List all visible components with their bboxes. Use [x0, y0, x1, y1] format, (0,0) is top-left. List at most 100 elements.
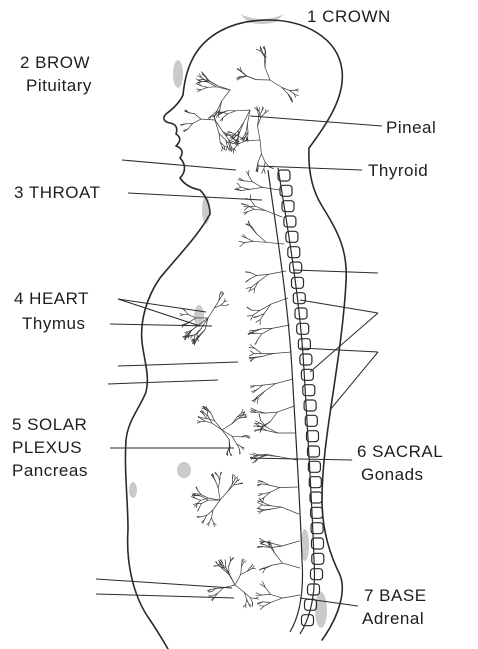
nerve-branch — [256, 593, 262, 595]
nerve-branch — [262, 328, 272, 333]
nerve-branch — [250, 565, 252, 568]
spine-leader-b — [300, 300, 378, 313]
nerve-branch — [246, 436, 249, 437]
nerve-branch — [197, 422, 200, 423]
nerve-branch — [258, 480, 262, 481]
label-heart: 4 HEART — [14, 288, 89, 310]
nerve-branch — [270, 80, 282, 88]
nerve-branch — [262, 594, 271, 595]
nerve-branch — [185, 311, 188, 315]
nerve-branch — [290, 91, 295, 95]
nerve-branch — [251, 315, 253, 320]
nerve-branch — [265, 587, 270, 594]
nerve-branch — [250, 276, 257, 279]
nerve-branch — [264, 51, 265, 57]
chest-leader-a — [118, 362, 238, 366]
solar-glow — [177, 462, 191, 478]
nerve-branch — [218, 480, 220, 488]
nerve-branch — [265, 412, 277, 413]
nerve-branch — [266, 242, 284, 244]
nerve-branch — [215, 120, 223, 132]
label-thymus: Thymus — [22, 313, 85, 335]
nerve-branch — [258, 505, 262, 508]
nerve-branch — [228, 111, 236, 114]
nerve-branch — [247, 315, 253, 316]
nerve-branch — [209, 518, 211, 523]
chakra-glows — [129, 14, 327, 628]
nerve-branch — [255, 282, 259, 289]
nerve-branch — [241, 571, 248, 574]
nerve-branch — [195, 498, 201, 500]
nerve-branch — [211, 518, 213, 523]
nerve-branch — [200, 421, 205, 422]
nerve-branch — [248, 209, 254, 211]
nerve-branch — [282, 541, 299, 546]
nerve-branch — [196, 82, 200, 84]
nerve-branch — [246, 599, 247, 604]
nerve-branch — [271, 563, 282, 565]
nerve-branch — [226, 304, 229, 306]
nerve-branch — [254, 316, 259, 317]
nerve-branch — [271, 507, 282, 509]
label-gonads: Gonads — [361, 464, 424, 486]
nerve-branch — [270, 167, 274, 169]
nerve-branch — [242, 414, 246, 415]
nerve-branch — [216, 114, 218, 117]
nerve-branch — [276, 379, 293, 384]
nerve-branch — [235, 585, 244, 593]
nerve-branch — [201, 86, 207, 88]
vertebra — [290, 262, 302, 273]
chest-leader-b — [108, 380, 218, 384]
nerve-branch — [218, 588, 224, 594]
sacral-leader — [250, 458, 352, 460]
nerve-branch — [265, 67, 270, 80]
nerve-branch — [239, 242, 244, 243]
spine-leader-a — [294, 270, 378, 273]
label-pineal: Pineal — [386, 117, 436, 139]
pelvis-glow — [129, 482, 137, 498]
nerve-branch — [232, 436, 241, 437]
nerve-branch — [282, 563, 299, 568]
nerve-branch — [253, 310, 260, 315]
spinal-cord-right — [278, 168, 314, 634]
nerve-branch — [282, 595, 300, 598]
nerve-branch — [197, 89, 202, 90]
nerve-branch — [282, 507, 299, 514]
heart-leader-b — [118, 299, 200, 326]
nerve-branch — [250, 351, 254, 354]
nerve-branch — [258, 168, 259, 172]
nerve-branch — [241, 567, 242, 575]
nerve-branch — [226, 147, 228, 151]
nerve-branch — [225, 560, 226, 563]
nerve-branch — [271, 594, 283, 598]
nerve-branch — [257, 455, 267, 456]
nerve-branch — [247, 599, 249, 604]
head-profile — [164, 20, 342, 214]
nerve-network — [180, 46, 300, 609]
nerve-branch — [247, 124, 248, 132]
nerve-branch — [222, 430, 229, 440]
nerve-branch — [254, 288, 255, 293]
label-crown: 1 CROWN — [307, 6, 391, 28]
nerve-branch — [257, 234, 266, 242]
nerve-branch — [270, 506, 282, 508]
nerve-branch — [243, 561, 246, 563]
nerve-branch — [260, 140, 261, 154]
nerve-branch — [221, 305, 226, 306]
nerve-branch — [267, 427, 278, 433]
nerve-branch — [270, 412, 277, 422]
nerve-branch — [264, 57, 265, 67]
nerve-branch — [256, 320, 260, 323]
nerve-branch — [244, 207, 248, 210]
nerve-branch — [271, 546, 282, 548]
nerve-branch — [263, 509, 271, 510]
nerve-branch — [237, 183, 241, 187]
nerve-branch — [207, 87, 216, 88]
nerve-branch — [258, 154, 261, 162]
nerve-branch — [256, 49, 260, 51]
nerve-branch — [209, 591, 212, 592]
spine-leader-c — [310, 313, 378, 372]
pineal-leader — [250, 116, 382, 126]
vertebra — [288, 247, 300, 258]
nerve-branch — [255, 598, 258, 599]
